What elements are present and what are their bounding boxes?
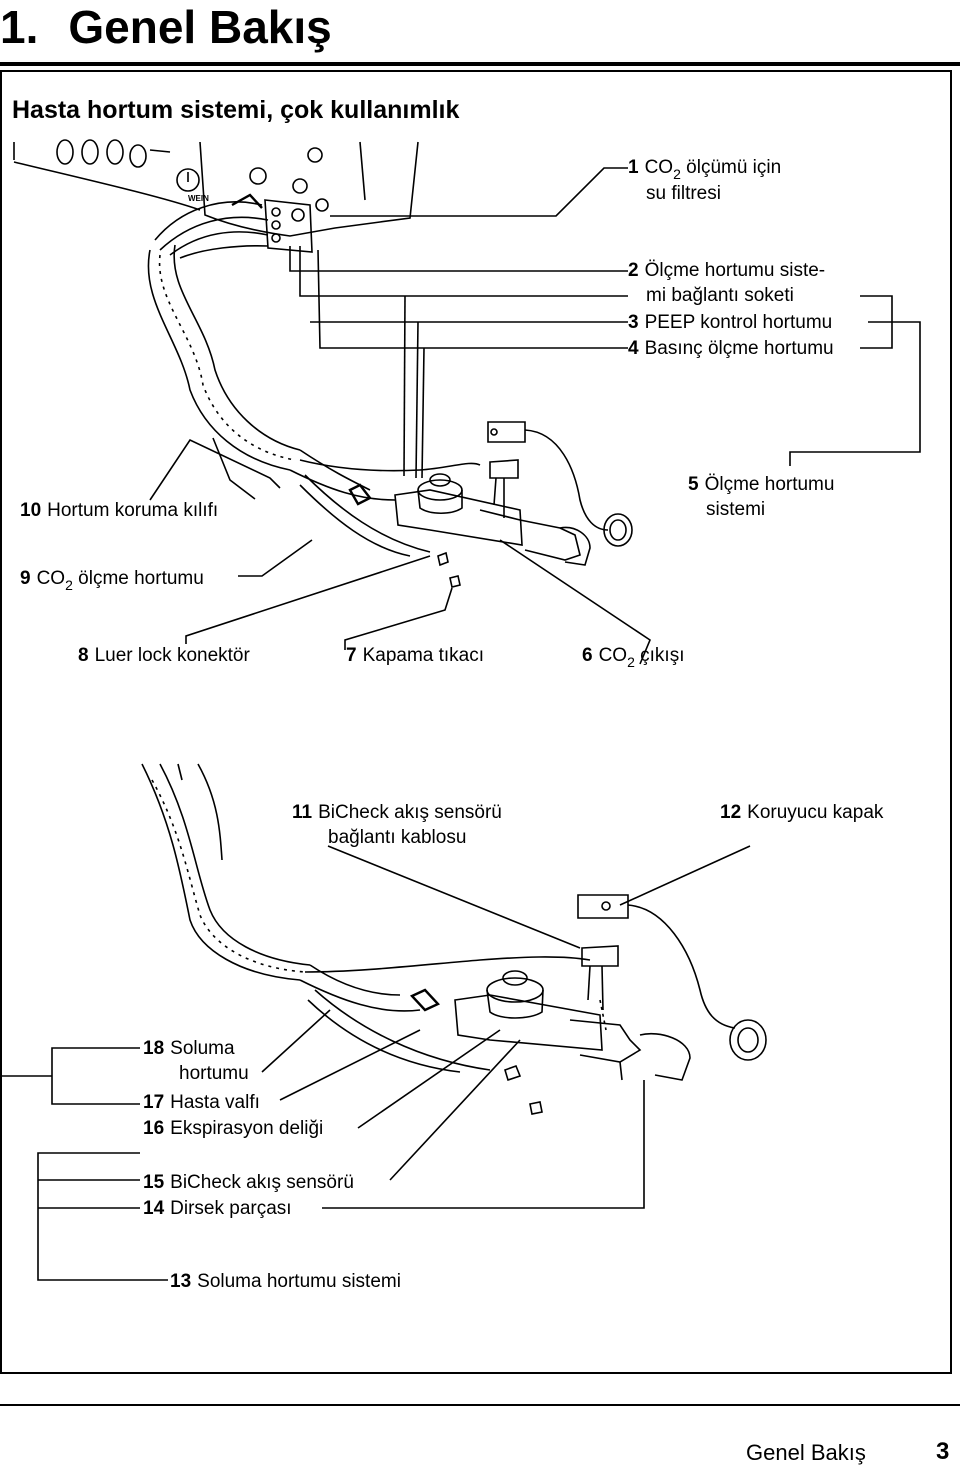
- figure-frame: [0, 70, 952, 1374]
- heading-title: Genel Bakış: [68, 1, 332, 53]
- footer-section-title: Genel Bakış: [746, 1440, 866, 1465]
- heading-number: 1.: [0, 1, 39, 53]
- heading-rule: [0, 62, 960, 66]
- footer-rule: [0, 1404, 960, 1406]
- page-heading: 1. Genel Bakış: [0, 0, 332, 54]
- device-panel-label: WEIN: [188, 194, 209, 203]
- page-number: 3: [936, 1438, 950, 1465]
- figure-subtitle: Hasta hortum sistemi, çok kullanımlık: [12, 96, 460, 124]
